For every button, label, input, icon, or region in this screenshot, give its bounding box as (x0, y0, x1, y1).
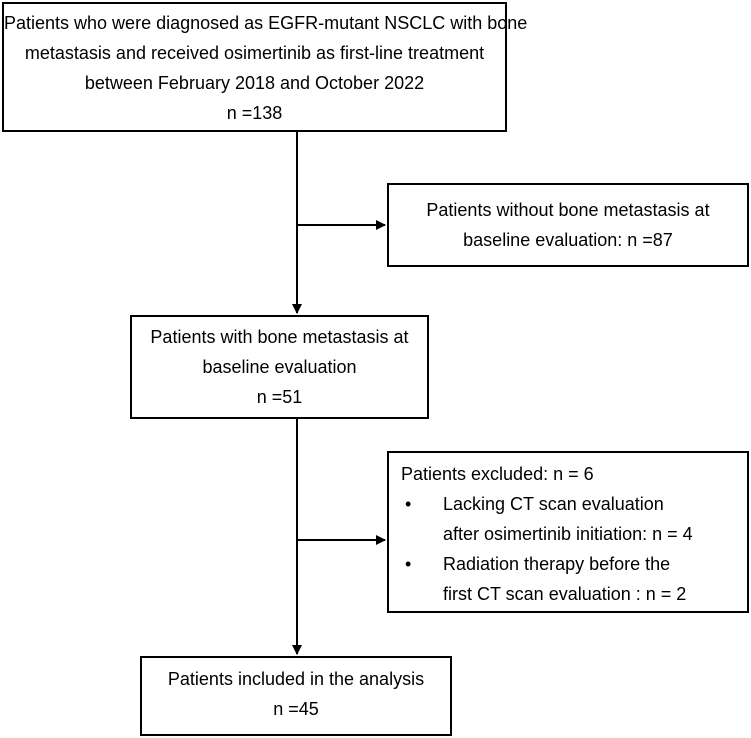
excluded-item-radiation-line-1: Radiation therapy before the (443, 554, 671, 574)
included-count: n =45 (273, 699, 319, 719)
bone-mets-line-1: Patients with bone metastasis at (150, 327, 409, 347)
no-bone-mets-box: Patients without bone metastasis at base… (387, 183, 749, 267)
bullet-icon: • (405, 554, 412, 574)
screening-line-3: between February 2018 and October 2022 (84, 73, 425, 93)
excluded-item-radiation-line-2: first CT scan evaluation : n = 2 (443, 584, 687, 604)
screening-count: n =138 (226, 103, 283, 123)
excluded-item-no-ct-text: Lacking CT scan evaluation after osimert… (443, 489, 693, 549)
bone-mets-box: Patients with bone metastasis at baselin… (130, 315, 429, 419)
excluded-box: Patients excluded: n = 6 • Lacking CT sc… (387, 451, 749, 613)
excluded-title: Patients excluded: n = 6 (401, 464, 594, 484)
no-bone-mets-line-2: baseline evaluation: n =87 (463, 230, 673, 250)
screening-line-2: metastasis and received osimertinib as f… (24, 43, 485, 63)
excluded-item-radiation-text: Radiation therapy before the first CT sc… (443, 549, 686, 609)
excluded-item-no-ct-line-1: Lacking CT scan evaluation (443, 494, 664, 514)
bone-mets-count: n =51 (256, 387, 303, 407)
included-line-1: Patients included in the analysis (167, 669, 425, 689)
bullet-icon: • (405, 494, 412, 514)
screening-box: Patients who were diagnosed as EGFR-muta… (2, 2, 528, 132)
no-bone-mets-line-1: Patients without bone metastasis at (426, 200, 710, 220)
bone-mets-line-2: baseline evaluation (202, 357, 357, 377)
included-box: Patients included in the analysis n =45 (140, 656, 452, 736)
screening-line-1: Patients who were diagnosed as EGFR-muta… (4, 13, 528, 33)
excluded-item-no-ct-line-2: after osimertinib initiation: n = 4 (443, 524, 693, 544)
